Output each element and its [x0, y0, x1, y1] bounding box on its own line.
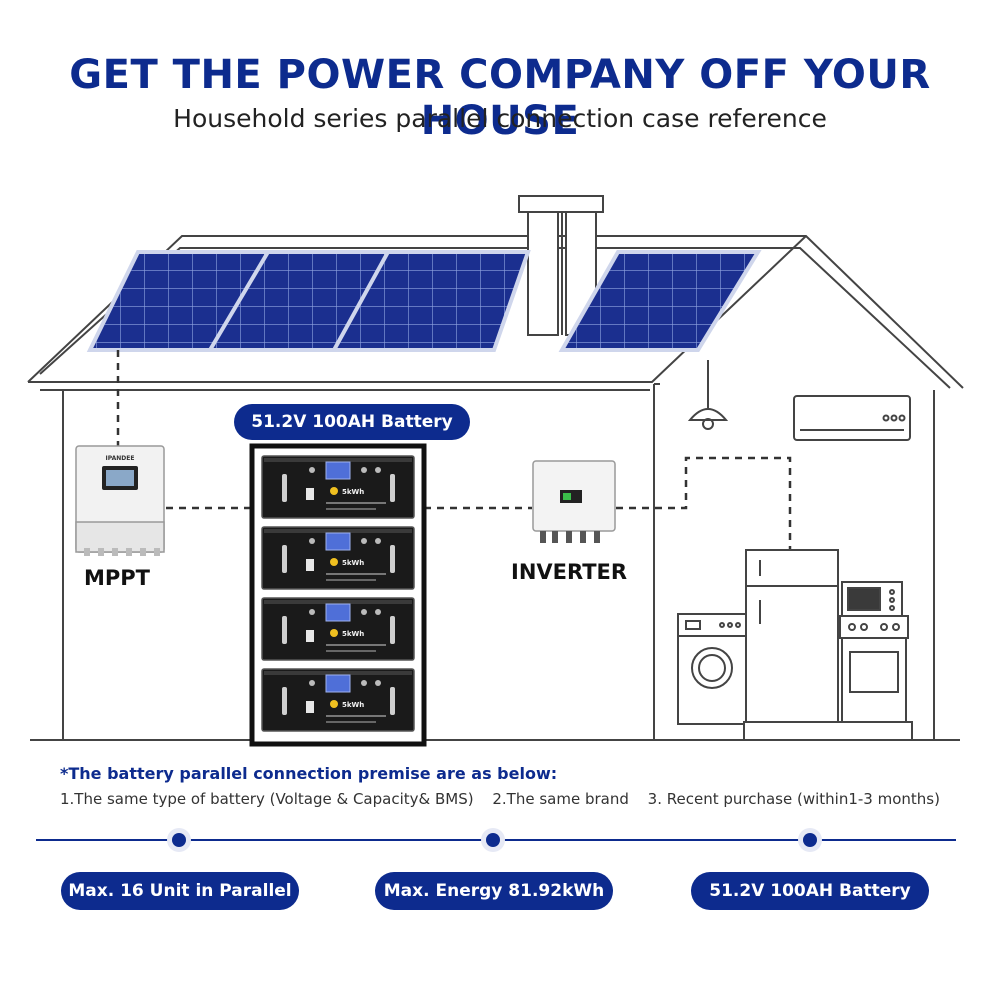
kitchen-counter [743, 721, 913, 741]
premise-condition: 1.The same type of battery (Voltage & Ca… [60, 790, 474, 808]
feature-badge-max-energy: Max. Energy 81.92kWh [375, 872, 613, 910]
solar-panel [558, 250, 762, 352]
washing-machine-icon [677, 613, 747, 725]
battery-label-badge: 51.2V 100AH Battery [234, 404, 470, 440]
feature-badge-max-units: Max. 16 Unit in Parallel [61, 872, 299, 910]
mppt-label: MPPT [84, 566, 151, 590]
inverter-label: INVERTER [511, 560, 628, 584]
battery-module: 5kWh [261, 526, 415, 590]
mppt-brand: IPANDEE [106, 455, 135, 462]
microwave-icon [841, 581, 903, 617]
ceiling-lamp-icon [687, 360, 729, 430]
battery-brand-text: 5kWh [342, 559, 364, 567]
page-title: GET THE POWER COMPANY OFF YOUR HOUSE [69, 52, 931, 144]
air-conditioner-icon [793, 395, 911, 441]
premise-condition: 2.The same brand [492, 790, 629, 808]
mppt-controller: IPANDEE [75, 445, 165, 556]
page-subtitle: Household series parallel connection cas… [173, 104, 827, 133]
battery-module: 5kWh [261, 668, 415, 732]
timeline-node [167, 828, 191, 852]
feature-badge-battery-spec: 51.2V 100AH Battery [691, 872, 929, 910]
battery-stack: 5kWh 5kWh 5kWh 5kWh [249, 443, 427, 747]
battery-module: 5kWh [261, 455, 415, 519]
timeline-node [798, 828, 822, 852]
timeline-node [481, 828, 505, 852]
battery-module: 5kWh [261, 597, 415, 661]
inverter-unit [532, 460, 616, 543]
oven-stove-icon [839, 615, 909, 725]
battery-brand-text: 5kWh [342, 488, 364, 496]
premise-condition: 3. Recent purchase (within1-3 months) [647, 790, 940, 808]
battery-brand-text: 5kWh [342, 701, 364, 709]
premise-conditions: 1.The same type of battery (Voltage & Ca… [60, 790, 960, 808]
wiring [116, 350, 792, 550]
premise-title: *The battery parallel connection premise… [60, 764, 558, 783]
feature-timeline [36, 828, 956, 852]
battery-brand-text: 5kWh [342, 630, 364, 638]
solar-panels [86, 250, 762, 352]
solar-panel [330, 250, 531, 352]
refrigerator-icon [745, 549, 839, 727]
